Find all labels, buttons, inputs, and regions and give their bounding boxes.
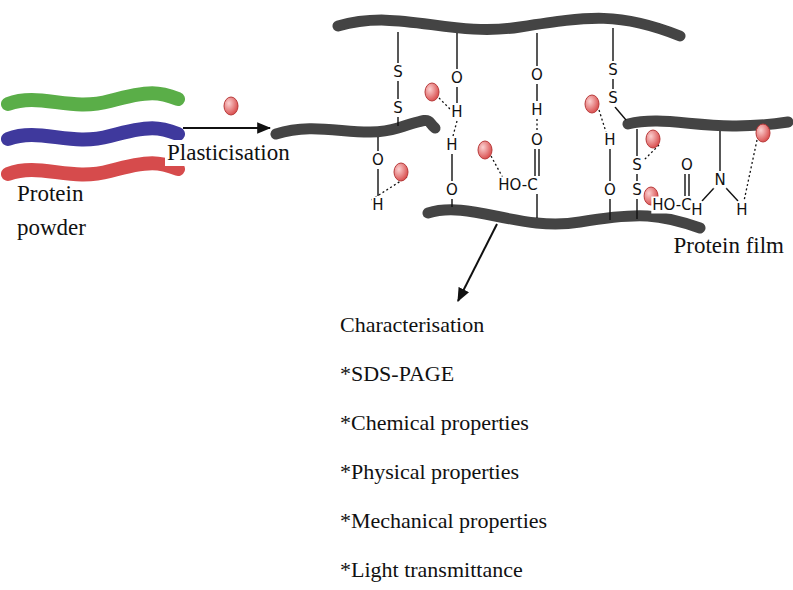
hydrogen-bonds <box>371 98 757 205</box>
atom-label: H <box>445 137 458 154</box>
film-strands <box>276 18 788 228</box>
atom-label: S <box>631 157 643 174</box>
plasticiser-beads <box>224 83 770 205</box>
edge-label: Plasticisation <box>165 140 292 166</box>
bond-lines <box>378 28 738 220</box>
atom-label: HO-C <box>651 197 692 214</box>
atom-label: H <box>450 104 463 121</box>
powder-strands <box>8 93 178 174</box>
list-item: *Chemical properties <box>340 398 608 447</box>
list-heading: Characterisation <box>340 300 608 349</box>
list-item: *Mechanical properties <box>340 496 608 545</box>
atom-label: HO-C <box>497 177 538 194</box>
powder-group: Protein powder <box>2 85 182 250</box>
list-item: *SDS-PAGE <box>340 349 608 398</box>
list-item: *Physical properties <box>340 447 608 496</box>
atom-label: O <box>530 67 544 84</box>
atom-label: S <box>392 64 404 81</box>
atom-label: H <box>603 132 616 149</box>
node-label: Protein powder <box>17 177 147 245</box>
atom-label: H <box>735 202 748 219</box>
list-item: *Light transmittance <box>340 545 608 590</box>
atom-label: S <box>607 90 619 107</box>
atom-label: S <box>631 182 643 199</box>
node-label: Protein film <box>673 231 784 261</box>
atom-label: O <box>530 132 544 149</box>
atom-label: O <box>371 152 385 169</box>
atom-label: O <box>680 157 694 174</box>
atom-label: N <box>713 172 726 189</box>
atom-label: H <box>690 202 703 219</box>
atom-label: O <box>445 182 459 199</box>
arrow-connector <box>183 127 270 129</box>
atom-label: O <box>450 70 464 87</box>
atom-label: S <box>607 62 619 79</box>
atom-label: O <box>603 182 617 199</box>
atom-label: H <box>530 102 543 119</box>
atom-label: H <box>371 197 384 214</box>
atom-label: S <box>392 100 404 117</box>
arrow-connector <box>458 224 497 301</box>
characterisation-list: Characterisation*SDS-PAGE*Chemical prope… <box>340 300 608 590</box>
